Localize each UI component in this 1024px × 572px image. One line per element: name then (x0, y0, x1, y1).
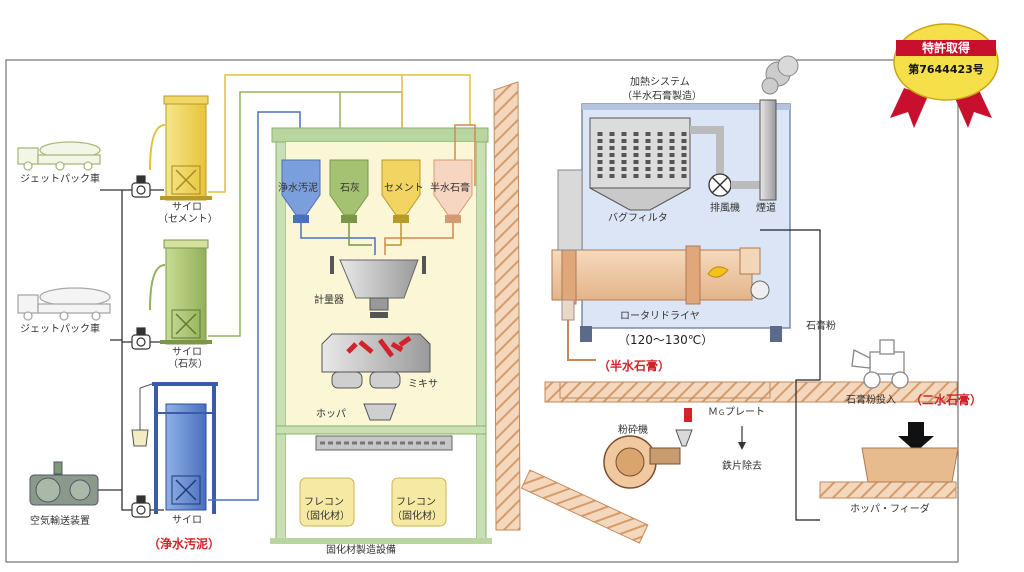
label-iron-removal: 鉄片除去 (722, 461, 762, 472)
label-rotary-dryer: ロータリドライヤ (620, 311, 700, 322)
label-flexcon-1a: フレコン (304, 497, 344, 508)
silo-lime-icon (149, 239, 212, 345)
label-jetpack-2: ジェットパック車 (20, 324, 100, 335)
label-hopper-feeder: ホッパ・フィーダ (850, 504, 930, 515)
jetpack-truck-1-icon (17, 141, 101, 171)
label-sludge-red: （浄水汚泥） (148, 537, 221, 551)
label-weigher: 計量器 (314, 295, 344, 306)
bucket-elevator (493, 81, 521, 531)
valve-3-icon (131, 495, 151, 518)
label-silo-sludge: サイロ (172, 515, 202, 526)
bag-filter-icon (589, 117, 691, 211)
label-silo-cement-2: （セメント） (158, 214, 218, 225)
gypsum-hopper-icon (861, 447, 959, 483)
label-mg-plate: ＭＧプレート (708, 408, 765, 418)
label-hopper: ホッパ (316, 409, 346, 420)
label-flexcon-1b: （固化材） (300, 511, 350, 522)
label-hopper-lime: 石灰 (340, 183, 360, 194)
label-gypsum-input: 石膏粉投入 (846, 395, 896, 406)
silo-cement-icon (149, 95, 212, 201)
patent-badge-icon (890, 23, 999, 128)
silo-sludge-icon (131, 382, 218, 514)
label-silo-cement-1: サイロ (172, 202, 202, 213)
hopper-hemi-icon (433, 159, 473, 223)
mg-m: Ｍ (708, 407, 718, 418)
label-dihydrate-red: （二水石膏） (910, 393, 983, 407)
label-mixer: ミキサ (408, 379, 438, 390)
flexcon-bag-2-icon (391, 477, 447, 527)
chimney-icon (759, 55, 799, 201)
label-heating-2: （半水石膏製造） (622, 91, 702, 102)
label-flexcon-2a: フレコン (396, 497, 436, 508)
label-silo-lime-2: （石灰） (168, 359, 208, 370)
label-bag-filter: バグフィルタ (608, 213, 668, 224)
mg-g: Ｇ (718, 409, 725, 417)
label-chimney: 煙道 (756, 203, 776, 214)
label-gypsum-powder: 石膏粉 (806, 321, 836, 332)
jetpack-truck-2-icon (17, 287, 111, 321)
mg-rest: プレート (725, 407, 765, 418)
hopper-sludge-icon (281, 159, 321, 223)
label-hopper-cement: セメント (384, 183, 424, 194)
label-jetpack-1: ジェットパック車 (20, 174, 100, 185)
rotary-dryer-icon (551, 245, 770, 321)
label-hopper-hemi: 半水石膏 (430, 183, 470, 194)
label-hopper-sludge: 浄水汚泥 (278, 183, 318, 194)
hemi-conveyor (559, 381, 771, 399)
badge-number: 第7644423号 (908, 63, 984, 76)
label-exhaust-fan: 排風機 (710, 203, 740, 214)
label-silo-lime-1: サイロ (172, 347, 202, 358)
wheel-loader-icon (851, 339, 909, 389)
badge-title: 特許取得 (921, 41, 970, 55)
exhaust-fan-icon (708, 173, 732, 197)
hopper-lime-icon (329, 159, 369, 223)
hopper-icon (363, 403, 397, 421)
air-conveyor-icon (29, 461, 99, 506)
mixer-icon (321, 333, 431, 389)
label-plant: 固化材製造設備 (326, 545, 396, 556)
feeder-conveyor (819, 481, 957, 499)
weigher-icon (330, 256, 426, 318)
hopper-cement-icon (381, 159, 421, 223)
label-flexcon-2b: （固化材） (392, 511, 442, 522)
label-air-conveyor: 空気輸送装置 (30, 516, 90, 527)
down-arrow-icon (898, 422, 934, 452)
label-crusher: 粉砕機 (618, 425, 648, 436)
flexcon-bag-1-icon (299, 477, 355, 527)
valve-2-icon (131, 327, 151, 350)
mg-plate-icon (684, 408, 692, 422)
crusher-icon (603, 429, 693, 489)
diagonal-conveyor (520, 469, 649, 544)
label-temperature: （120～130℃） (618, 333, 714, 347)
label-heating-1: 加熱システム (630, 77, 690, 88)
label-hemi-red: （半水石膏） (598, 359, 671, 373)
